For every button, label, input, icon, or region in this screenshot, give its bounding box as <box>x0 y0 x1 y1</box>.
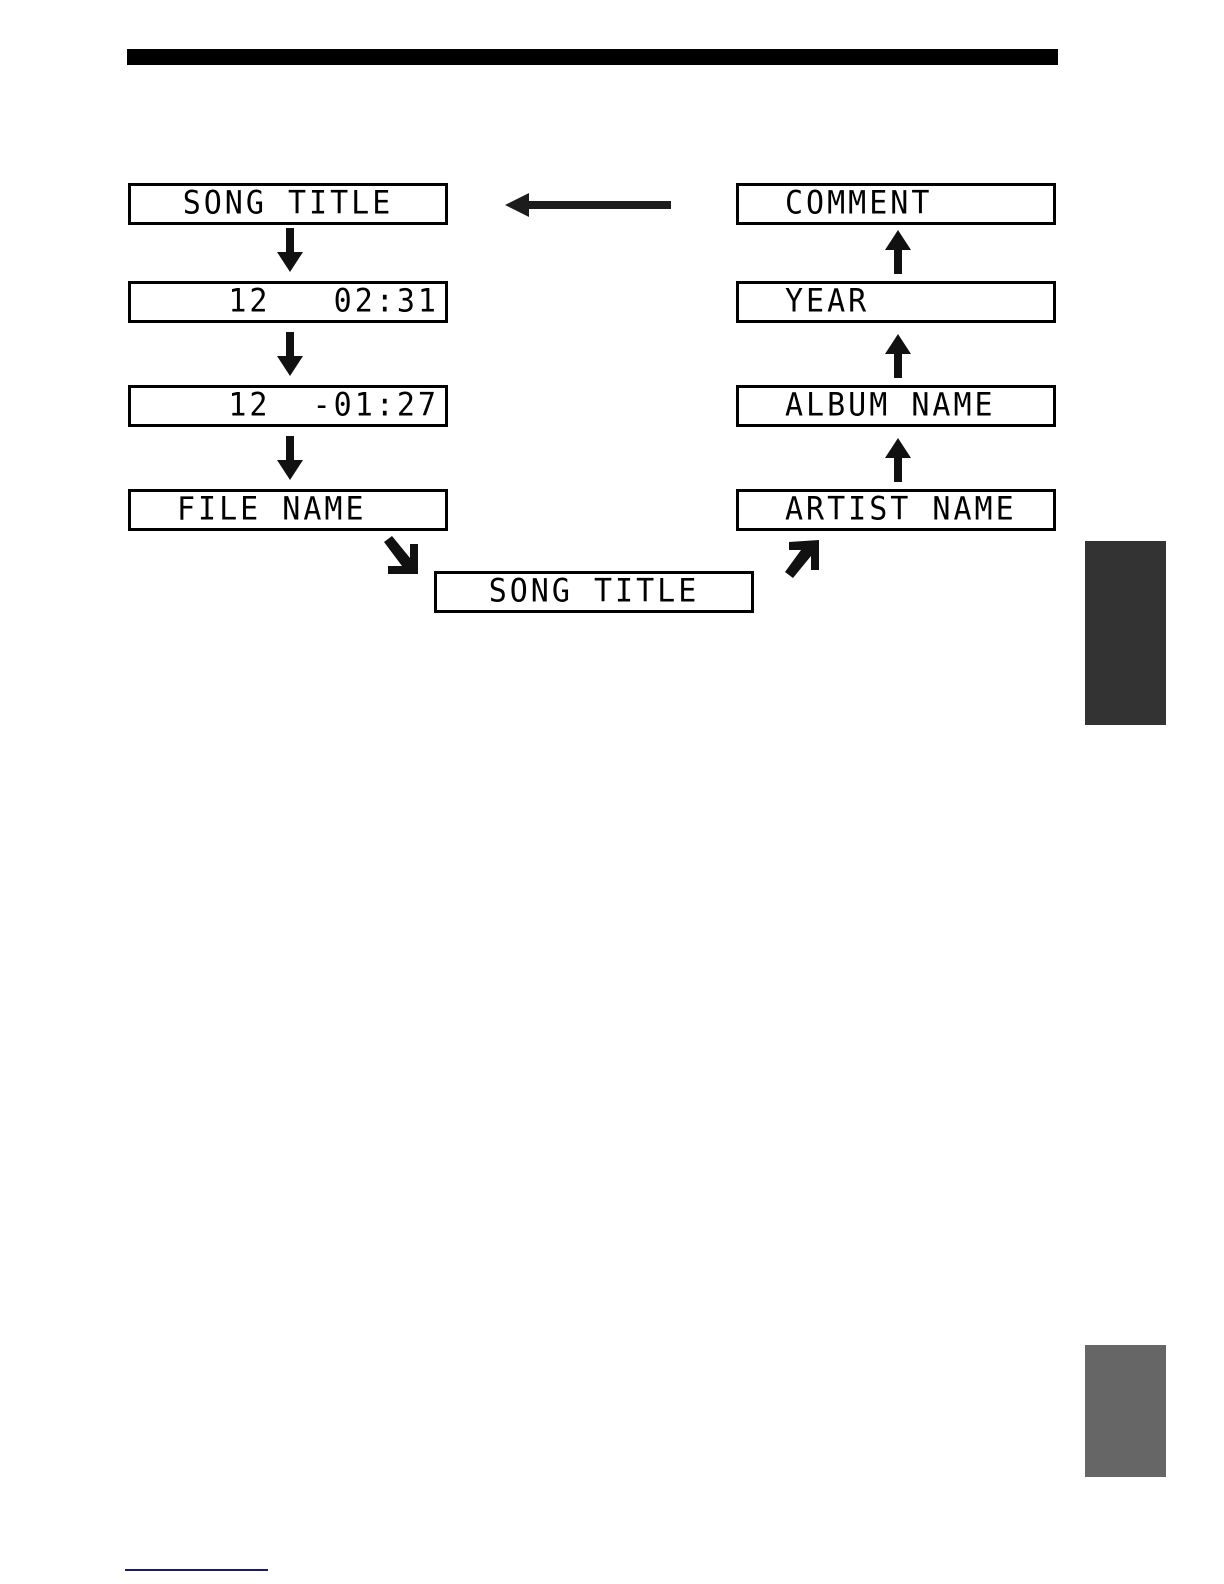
arrow-up-icon <box>883 332 913 378</box>
display-text: FILE NAME <box>177 490 367 529</box>
display-box-year: YEAR <box>736 281 1056 323</box>
arrow-up-right-icon <box>783 538 823 580</box>
display-box-album-name: ALBUM NAME <box>736 385 1056 427</box>
display-box-remaining-time: 12 -01:27 <box>128 385 448 427</box>
arrow-left-icon <box>505 190 671 220</box>
page-edge-tab-dark <box>1085 541 1166 725</box>
display-text: ALBUM NAME <box>785 386 996 425</box>
display-text: 12 02:31 <box>228 282 439 321</box>
display-box-song-title-top: SONG TITLE <box>128 183 448 225</box>
header-rule <box>127 49 1058 65</box>
arrow-down-icon <box>275 228 305 274</box>
page-edge-tab-light <box>1085 1345 1166 1477</box>
display-box-elapsed-time: 12 02:31 <box>128 281 448 323</box>
display-text: SONG TITLE <box>182 184 394 223</box>
display-text: COMMENT <box>785 184 933 223</box>
arrow-up-icon <box>883 436 913 482</box>
display-text: ARTIST NAME <box>785 490 1017 529</box>
display-text: SONG TITLE <box>488 572 700 611</box>
display-text: YEAR <box>785 282 870 321</box>
arrow-down-icon <box>275 332 305 378</box>
arrow-down-right-icon <box>380 536 420 578</box>
footnote-rule <box>125 1569 268 1571</box>
arrow-up-icon <box>883 228 913 274</box>
display-box-comment: COMMENT <box>736 183 1056 225</box>
arrow-down-icon <box>275 436 305 482</box>
display-text: 12 -01:27 <box>228 386 439 425</box>
display-box-song-title-bottom: SONG TITLE <box>434 571 754 613</box>
display-box-file-name: FILE NAME <box>128 489 448 531</box>
display-box-artist-name: ARTIST NAME <box>736 489 1056 531</box>
